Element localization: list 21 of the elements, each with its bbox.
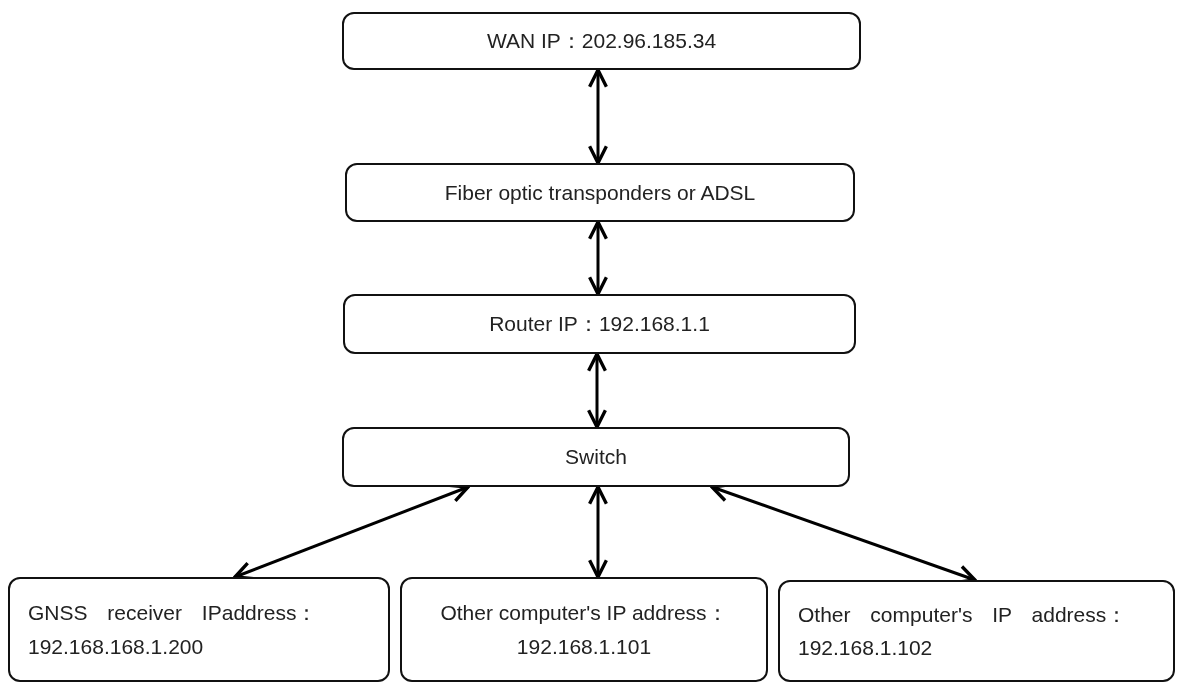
process-box [345,163,855,222]
box-text: Router IP：192.168.1.1 [489,311,710,337]
double-arrow [587,485,609,579]
process-box [342,12,861,70]
process-box [343,294,856,354]
box-text: Other computer's IP address： [440,600,728,626]
process-box [400,577,768,682]
box-text: 192.168.1.101 [516,633,652,659]
box-text: WAN IP：202.96.185.34 [486,28,717,54]
process-box [342,427,850,487]
box-text: GNSS receiver IPaddress： [28,600,319,626]
process-box [778,580,1175,682]
double-arrow [587,220,609,296]
box-text: Fiber optic transponders or ADSL [444,179,756,206]
box-text: 192.168.1.102 [798,635,934,661]
double-arrow [587,68,609,165]
box-text: 192.168.168.1.200 [28,633,205,659]
box-text: Switch [565,444,627,470]
box-text: Other computer's IP address： [798,601,1129,627]
process-box [8,577,390,682]
double-arrow [586,352,608,429]
